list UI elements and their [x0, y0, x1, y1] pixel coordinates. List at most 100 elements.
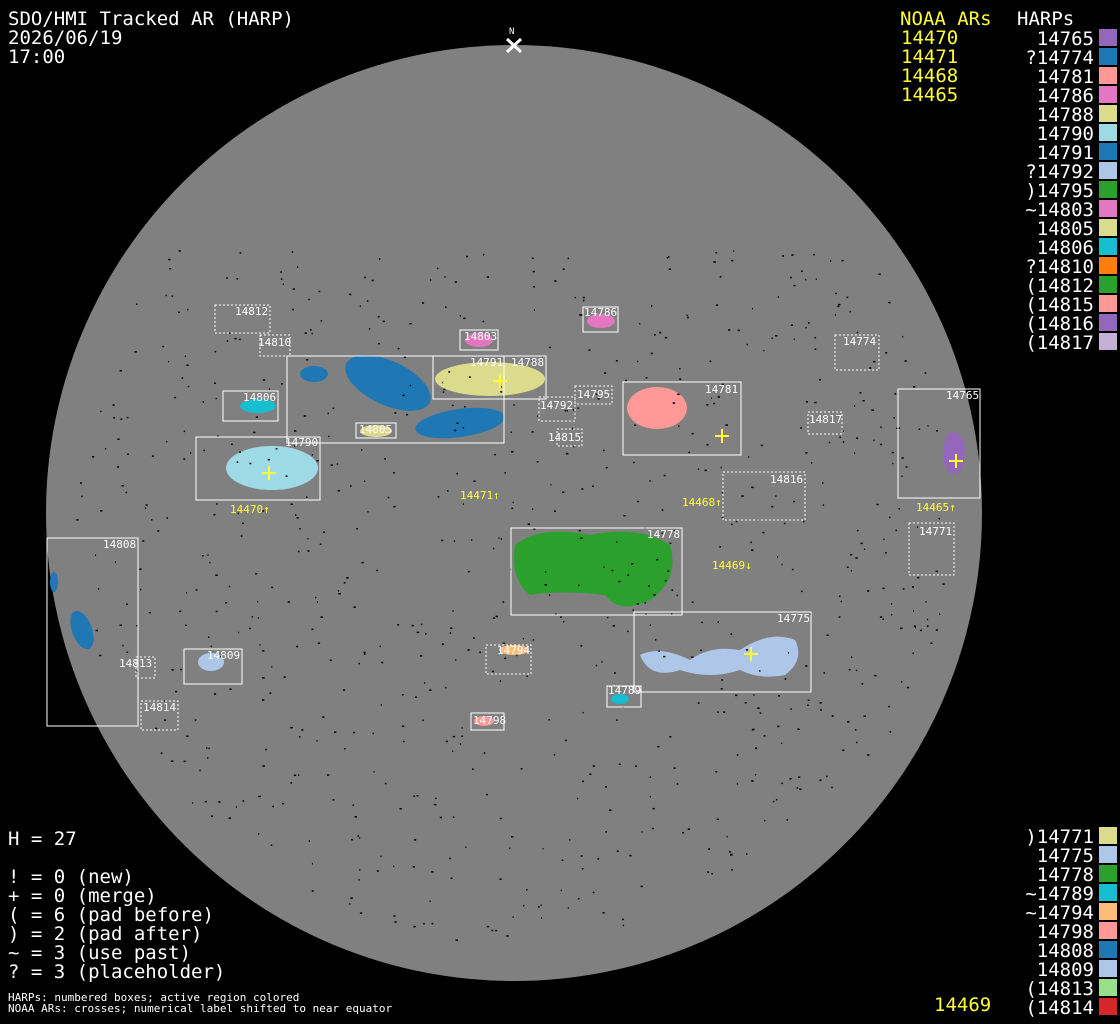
speck — [687, 828, 691, 830]
speck — [461, 727, 463, 729]
speck — [168, 360, 170, 363]
speck — [697, 468, 700, 470]
speck — [473, 480, 476, 482]
harp-box-14781 — [622, 381, 742, 456]
speck — [229, 688, 232, 690]
speck — [828, 441, 831, 444]
speck — [239, 451, 241, 453]
speck — [283, 676, 286, 678]
speck — [623, 515, 626, 517]
speck — [465, 846, 467, 848]
speck — [548, 594, 551, 596]
speck — [380, 704, 382, 706]
speck — [815, 278, 817, 280]
speck — [709, 360, 712, 363]
speck — [735, 520, 738, 523]
harp-box-14815 — [556, 428, 583, 447]
region-14786 — [587, 314, 615, 328]
harp-legend-row: (14816 — [1000, 313, 1120, 335]
speck — [560, 616, 562, 618]
harp-legend-row: 14775 — [1000, 845, 1120, 867]
harp-label: 14812 — [235, 305, 268, 318]
speck — [717, 396, 720, 398]
speck — [295, 514, 297, 516]
harp-label: 14774 — [843, 335, 876, 348]
speck — [930, 642, 933, 644]
region-14791-a — [300, 366, 328, 382]
speck — [100, 510, 103, 512]
speck — [606, 616, 609, 619]
speck — [657, 745, 660, 748]
speck — [672, 402, 676, 404]
speck — [378, 258, 381, 260]
speck — [671, 613, 673, 615]
speck — [592, 485, 594, 487]
harp-label: 14809 — [207, 649, 240, 662]
speck — [76, 519, 79, 521]
speck — [856, 529, 859, 532]
harp-legend-swatch — [1099, 314, 1117, 331]
speck — [658, 650, 660, 652]
speck — [255, 416, 258, 418]
speck — [119, 624, 122, 626]
speck — [520, 768, 523, 770]
speck — [542, 848, 544, 850]
speck — [320, 320, 323, 322]
harp-legend-row: 14808 — [1000, 940, 1120, 962]
speck — [483, 752, 486, 754]
speck — [416, 631, 420, 634]
speck — [814, 348, 817, 350]
speck — [194, 719, 197, 721]
speck — [186, 735, 189, 737]
speck — [707, 871, 710, 873]
harp-legend-swatch — [1099, 219, 1117, 236]
harp-legend-label: 14778 — [1036, 864, 1094, 886]
speck — [691, 656, 694, 658]
harp-legend-label: 14805 — [1036, 218, 1094, 240]
speck — [307, 550, 310, 552]
speck — [746, 853, 748, 855]
speck — [384, 458, 386, 460]
speck — [328, 435, 330, 438]
speck — [885, 352, 888, 354]
region-14775 — [640, 636, 799, 677]
speck — [100, 410, 102, 413]
speck — [287, 601, 290, 603]
speck — [603, 449, 605, 452]
speck — [942, 583, 945, 585]
speck — [461, 735, 463, 737]
speck — [499, 680, 501, 682]
speck — [763, 349, 765, 352]
speck — [569, 839, 571, 841]
speck — [140, 588, 142, 591]
speck — [831, 715, 834, 717]
speck — [183, 760, 186, 763]
speck — [184, 355, 186, 358]
harp-legend-swatch — [1099, 143, 1117, 160]
speck — [814, 336, 817, 339]
speck — [306, 496, 308, 498]
noaa-label: 14470↑ — [230, 503, 270, 516]
speck — [752, 728, 755, 731]
speck — [447, 490, 449, 492]
speck — [788, 652, 789, 654]
speck — [379, 645, 381, 648]
speck — [387, 496, 390, 499]
harp-label: 14792 — [540, 399, 573, 412]
speck — [526, 675, 528, 677]
speck — [202, 555, 204, 557]
speck — [572, 409, 575, 411]
noaa-legend-item: 14470 — [901, 27, 959, 49]
speck — [364, 480, 366, 482]
harp-legend-swatch — [1099, 827, 1117, 844]
speck — [775, 495, 777, 497]
harp-boxes-dashed — [135, 304, 955, 731]
speck — [597, 858, 600, 860]
speck — [255, 573, 258, 575]
speck — [777, 556, 779, 558]
speck — [445, 306, 447, 308]
harp-legend-label: (14814 — [1025, 997, 1094, 1019]
speck — [879, 616, 883, 618]
speck — [848, 668, 851, 671]
harp-legend-label: ~14803 — [1025, 199, 1094, 221]
